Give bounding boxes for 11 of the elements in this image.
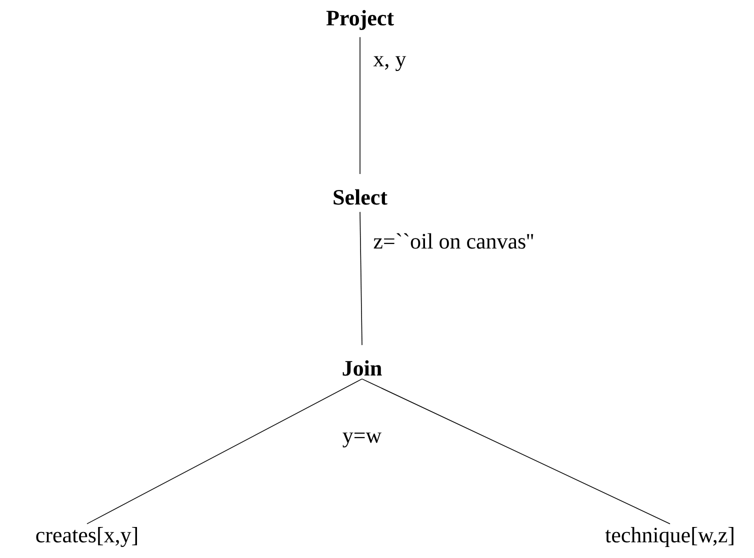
node-label: technique[w,z] (605, 527, 734, 547)
node-label: Select (334, 189, 388, 205)
node-label: Project (326, 10, 394, 30)
edge-label: x, y (373, 56, 406, 72)
connector-line (86, 378, 362, 524)
node-label: creates[x,y] (36, 527, 137, 547)
node-label: Join (342, 360, 382, 376)
edge-label: z=``oil on canvas'' (374, 233, 534, 249)
connector-line (362, 378, 670, 524)
connector-line (360, 212, 362, 346)
node-note: y=w (342, 432, 382, 448)
